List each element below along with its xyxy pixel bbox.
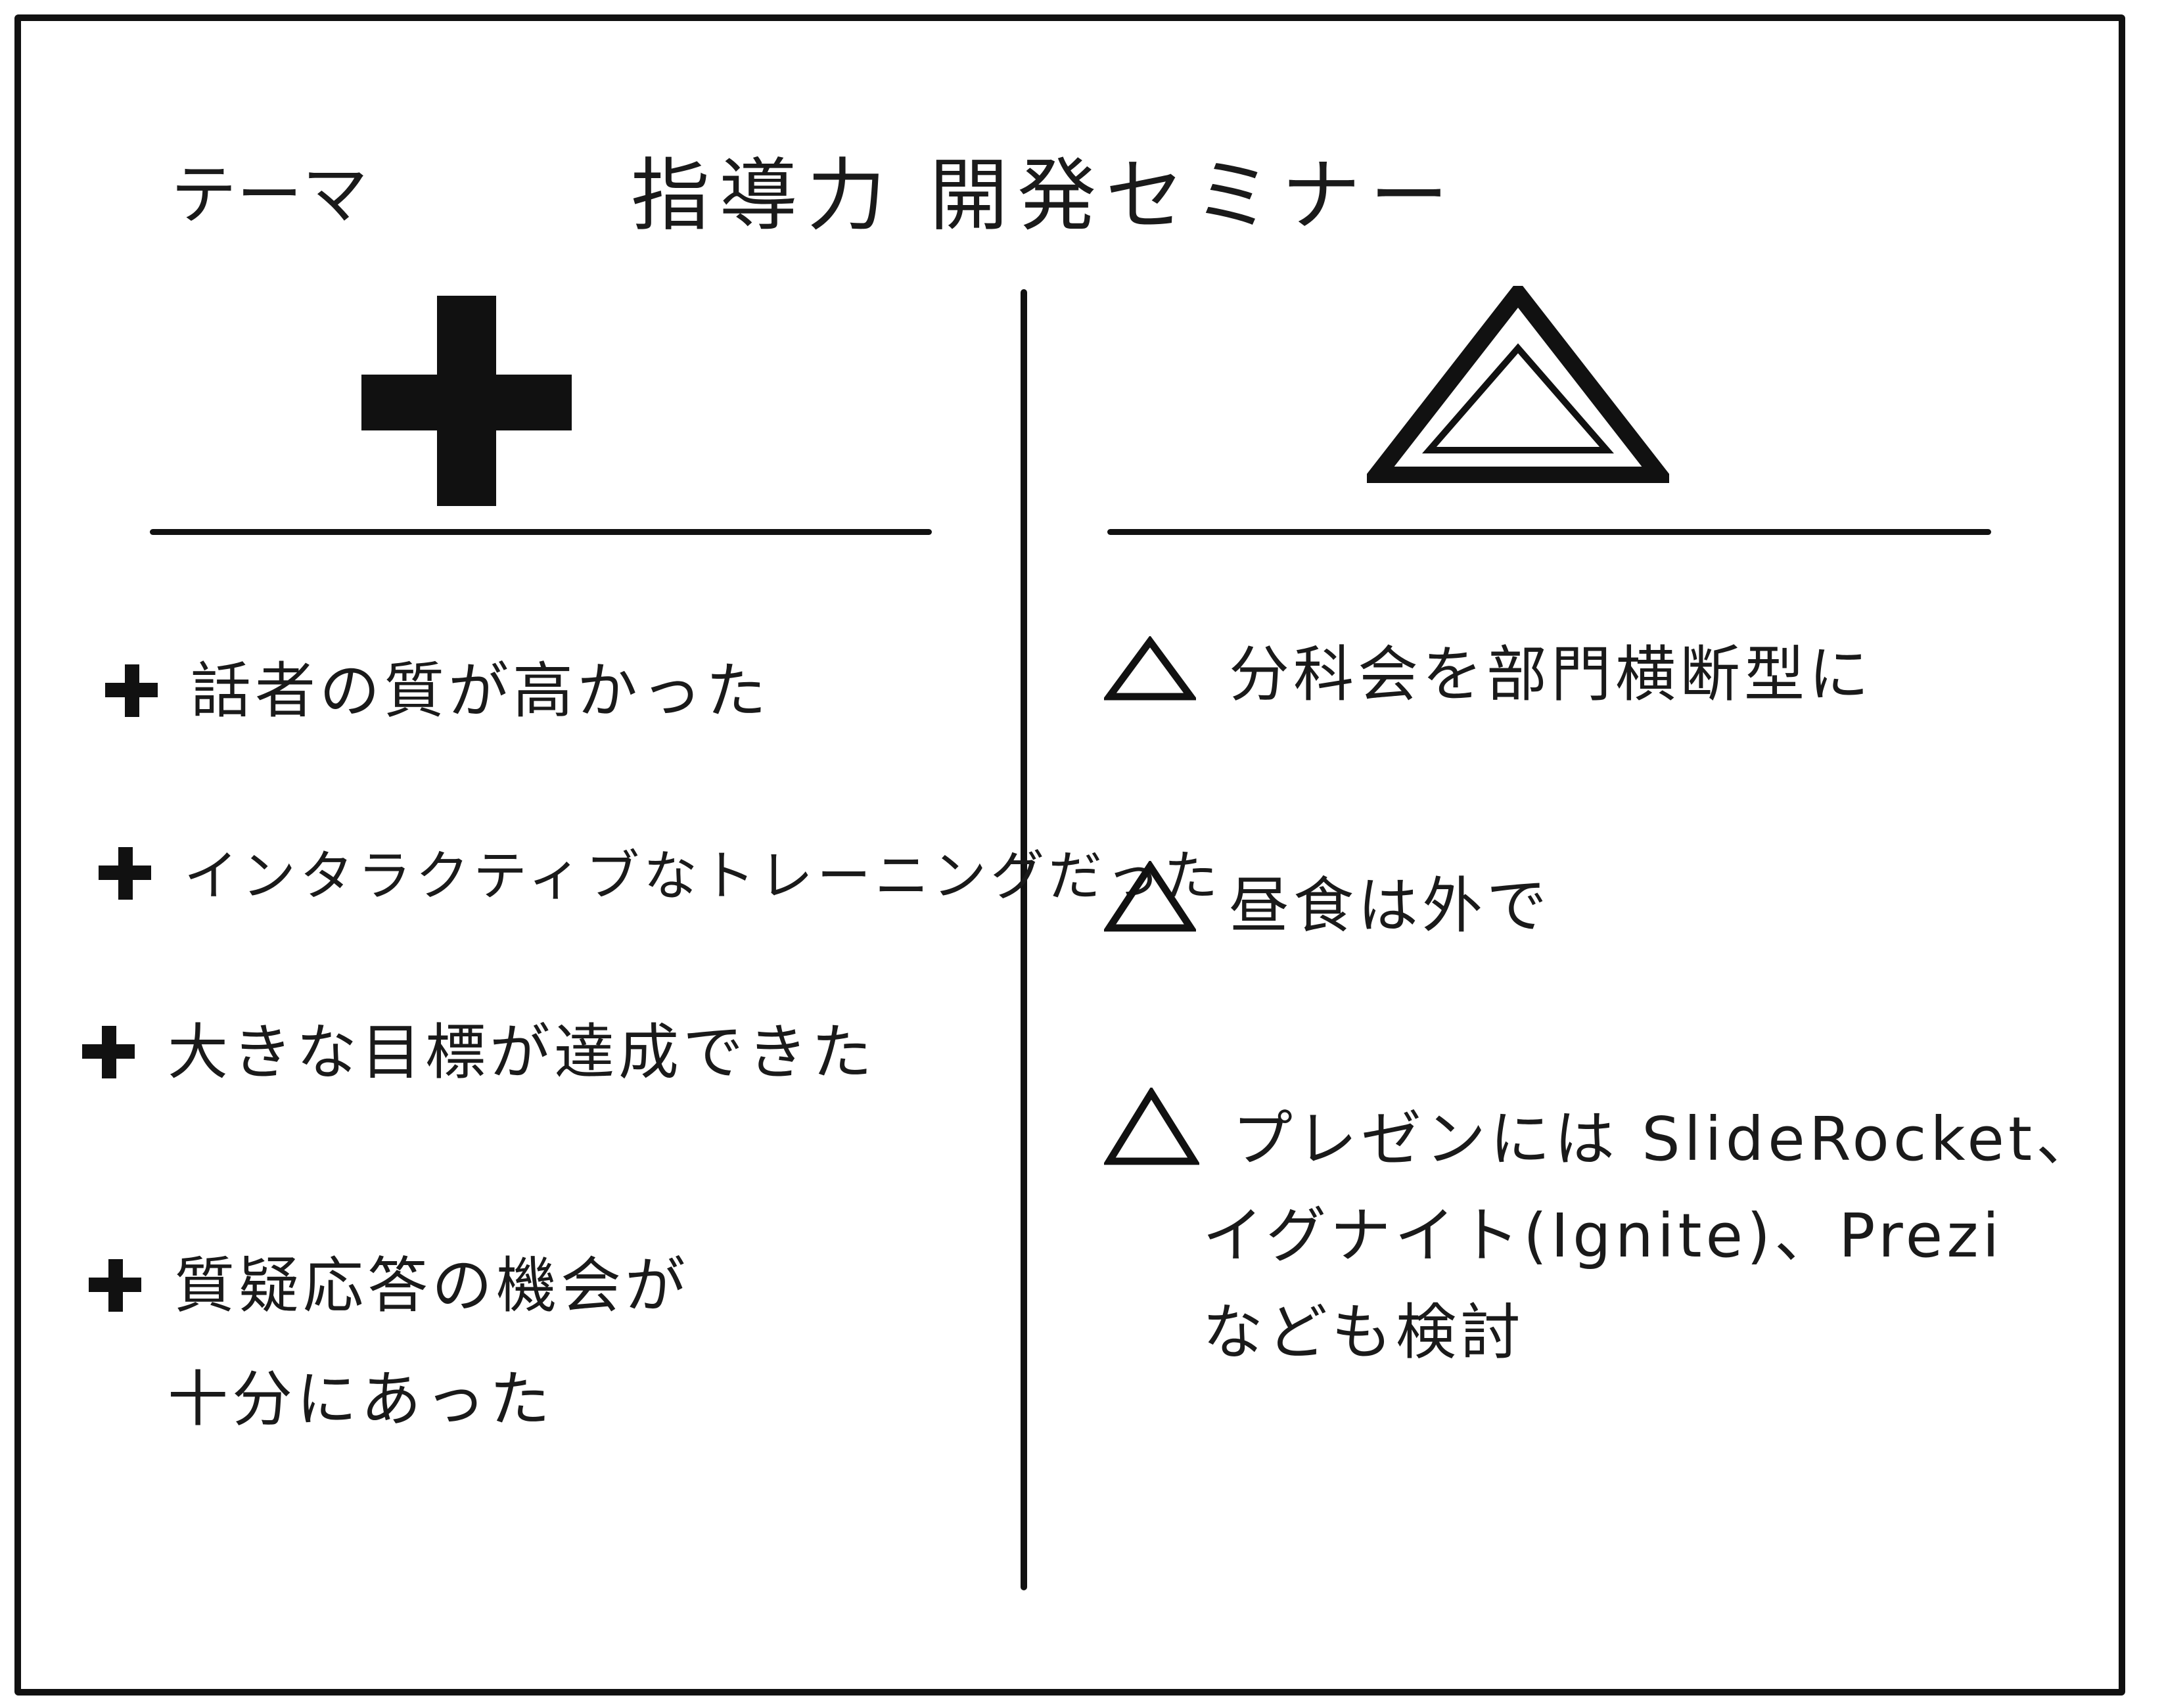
delta-item-text-continued: なども検討: [1203, 1297, 1525, 1368]
delta-item-text: 昼食は外で: [1229, 871, 1552, 941]
theme-label: テーマ: [171, 156, 368, 233]
page-title: 指導力 開発セミナー: [631, 150, 1458, 242]
plus-item: 話者の質が高かった: [105, 647, 770, 735]
board-frame: [14, 14, 2125, 1696]
delta-item: 分科会を部門横断型に: [1104, 631, 1873, 718]
plus-item-text: 話者の質が高かった: [191, 656, 771, 726]
plus-item: インタラクティブなトレーニングだった: [99, 838, 1222, 916]
delta-bullet-icon: [1104, 636, 1196, 701]
column-divider: [1021, 289, 1027, 1590]
delta-triangle-icon: [1367, 286, 1669, 483]
delta-header-underline: [1107, 529, 1991, 535]
delta-bullet-icon: [1104, 861, 1196, 932]
plus-bullet-icon: [105, 664, 158, 717]
delta-item-text-continued: イグナイト(Ignite)、Prezi: [1203, 1201, 2004, 1272]
plus-item-text: 大きな目標が達成できた: [168, 1017, 877, 1088]
delta-item: 昼食は外で: [1104, 861, 1551, 950]
plus-bullet-icon: [82, 1026, 135, 1078]
delta-item-text: 分科会を部門横断型に: [1229, 639, 1874, 710]
plus-item-text: インタラクティブなトレーニングだった: [184, 845, 1222, 908]
delta-item-text: プレゼンには SlideRocket、: [1232, 1104, 2101, 1174]
plus-bullet-icon: [99, 847, 151, 900]
plus-header-underline: [150, 529, 932, 535]
plus-item-text: 質疑応答の機会が: [174, 1251, 690, 1321]
plus-item: 大きな目標が達成できた: [82, 1009, 876, 1096]
plus-icon: [361, 296, 572, 506]
delta-item: プレゼンには SlideRocket、 イグナイト(Ignite)、Prezi …: [1104, 1088, 2100, 1381]
delta-bullet-icon: [1104, 1088, 1199, 1165]
plus-item: 質疑応答の機会が 十分にあった: [89, 1242, 689, 1444]
plus-bullet-icon: [89, 1259, 141, 1312]
plus-item-text-continued: 十分にあった: [168, 1364, 555, 1435]
